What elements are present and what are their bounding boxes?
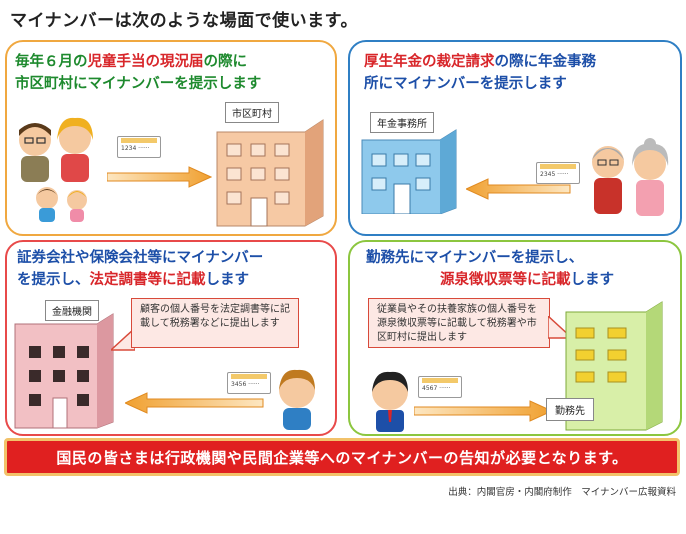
- heading-text: 毎年６月の: [15, 54, 88, 70]
- source-credit: 出典：内閣官房・内閣府制作 マイナンバー広報資料: [448, 487, 676, 498]
- building-label: 市区町村: [225, 102, 279, 123]
- panel-heading-line2: を提示し、法定調書等に記載します: [17, 270, 249, 291]
- card-number: 3456 ······: [231, 381, 260, 388]
- financial-institution-building: [14, 313, 114, 429]
- card-number: 4567 ······: [422, 385, 451, 392]
- heading-highlight: 厚生年金の裁定請求: [364, 54, 495, 70]
- elderly-couple-illustration: [592, 138, 669, 216]
- heading-text: の際に年金事務: [494, 54, 597, 70]
- heading-text: の際に: [203, 54, 248, 70]
- building-label: 年金事務所: [370, 112, 434, 133]
- my-number-card: 4567 ······: [418, 376, 462, 398]
- panel-pension: 厚生年金の裁定請求の際に年金事務 所にマイナンバーを提示します 年金事務所 23…: [348, 40, 682, 236]
- heading-highlight: 法定調書等に記載: [89, 272, 206, 288]
- card-stripe: [422, 378, 458, 383]
- panel-heading-line1: 勤務先にマイナンバーを提示し、: [366, 250, 584, 266]
- note-pointer: [111, 328, 135, 351]
- arrow-left-icon: [466, 178, 571, 200]
- panel-child-allowance: 毎年６月の児童手当の現況届の際に 市区町村にマイナンバーを提示します 1234 …: [5, 40, 337, 236]
- arrow-left-icon: [125, 392, 264, 414]
- panel-heading-line1: 厚生年金の裁定請求の際に年金事務: [364, 52, 596, 73]
- notice-banner: 国民の皆さまは行政機関や民間企業等へのマイナンバーの告知が必要となります。: [4, 438, 680, 476]
- family-illustration: [19, 117, 93, 222]
- arrow-right-icon: [414, 400, 554, 422]
- panel-financial: 証券会社や保険会社等にマイナンバー を提示し、法定調書等に記載します 金融機関 …: [5, 240, 337, 436]
- building-label: 金融機関: [45, 300, 99, 321]
- heading-text: を提示し、: [17, 272, 90, 288]
- arrow-right-icon: [107, 166, 212, 188]
- building-label: 勤務先: [546, 398, 594, 421]
- card-stripe: [121, 138, 157, 143]
- heading-text: します: [570, 272, 615, 288]
- panel-heading-line1: 毎年６月の児童手当の現況届の際に: [15, 52, 247, 73]
- card-stripe: [540, 164, 576, 169]
- heading-highlight: 源泉徴収票等に記載: [440, 272, 571, 288]
- card-number: 1234 ······: [121, 145, 150, 152]
- info-note: 従業員やその扶養家族の個人番号を源泉徴収票等に記載して税務署や市区町村に提出しま…: [368, 298, 550, 348]
- heading-text: します: [205, 272, 250, 288]
- info-note: 顧客の個人番号を法定調書等に記載して税務署などに提出します: [131, 298, 299, 348]
- pension-office-building: [361, 129, 457, 214]
- panel-heading-line2: 市区町村にマイナンバーを提示します: [15, 76, 262, 92]
- card-number: 2345 ······: [540, 171, 569, 178]
- city-hall-building: [216, 119, 324, 227]
- page-title: マイナンバーは次のような場面で使います。: [10, 11, 358, 31]
- panel-heading-line1: 証券会社や保険会社等にマイナンバー: [17, 250, 264, 266]
- worker-illustration: [372, 371, 408, 432]
- person-illustration: [279, 369, 315, 430]
- panel-heading-line2: 源泉徴収票等に記載します: [440, 270, 614, 291]
- panel-employer: 勤務先にマイナンバーを提示し、 源泉徴収票等に記載します 従業員やその扶養家族の…: [348, 240, 682, 436]
- my-number-card: 1234 ······: [117, 136, 161, 158]
- heading-highlight: 児童手当の現況届: [87, 54, 204, 70]
- my-number-card: 2345 ······: [536, 162, 580, 184]
- my-number-card: 3456 ······: [227, 372, 271, 394]
- card-stripe: [231, 374, 267, 379]
- panel-heading-line2: 所にマイナンバーを提示します: [364, 76, 567, 92]
